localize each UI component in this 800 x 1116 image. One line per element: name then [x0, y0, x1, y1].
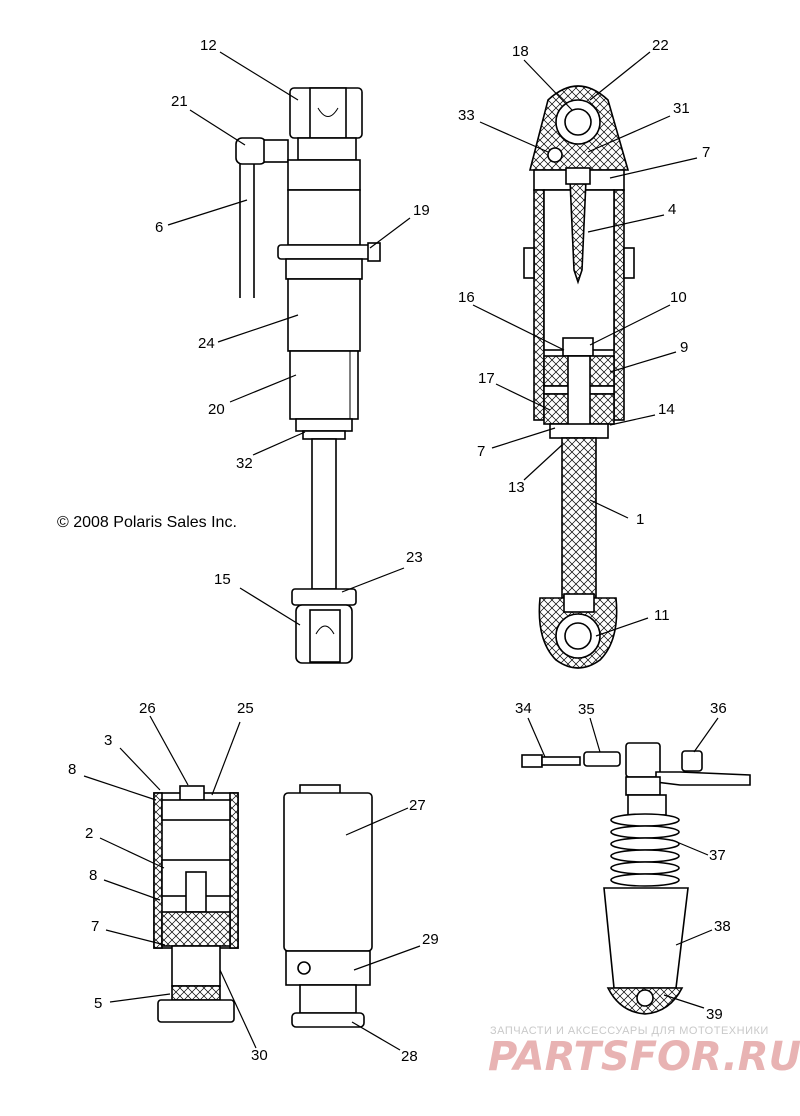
rod-seal	[549, 423, 609, 439]
callout-28: 28	[401, 1048, 418, 1065]
callout-37: 37	[709, 847, 726, 864]
spring-retainer	[627, 794, 667, 816]
callout-18: 18	[512, 43, 529, 60]
hose-fitting-nut	[263, 139, 289, 163]
bottom-cap	[157, 999, 235, 1023]
shim-stack	[161, 911, 231, 947]
piston-rod-section	[561, 437, 597, 599]
callout-13: 13	[508, 479, 525, 496]
top-seal-plate	[161, 799, 231, 821]
callout-32: 32	[236, 455, 253, 472]
lower-piston	[171, 945, 221, 987]
top-mount	[625, 742, 661, 778]
spring-seat	[285, 258, 363, 280]
callout-8: 8	[68, 761, 76, 778]
leader-lines	[83, 51, 719, 1051]
callout-9: 9	[680, 339, 688, 356]
collar-left	[523, 247, 535, 279]
callout-12: 12	[200, 37, 217, 54]
callout-39: 39	[706, 1006, 723, 1023]
reservoir-neck	[299, 984, 357, 1014]
callout-17: 17	[478, 370, 495, 387]
callout-1: 1	[636, 511, 644, 528]
callout-11: 11	[654, 607, 670, 624]
copyright-notice: © 2008 Polaris Sales Inc.	[57, 514, 237, 531]
collar-right	[623, 247, 635, 279]
lower-body	[603, 887, 689, 989]
top-screw	[179, 785, 205, 801]
bolt-head	[521, 754, 543, 768]
callout-31: 31	[673, 100, 690, 117]
callout-35: 35	[578, 701, 595, 718]
reservoir-view	[283, 784, 373, 1028]
callout-4: 4	[668, 201, 676, 218]
callout-21: 21	[171, 93, 188, 110]
bolt-shank	[541, 756, 581, 766]
piston-rod	[311, 438, 337, 590]
needle-nut	[565, 167, 591, 185]
valve-assembly-section	[153, 785, 239, 1023]
callout-7: 7	[91, 918, 99, 935]
coil-spring	[610, 813, 680, 887]
callout-10: 10	[670, 289, 687, 306]
spacer-sleeve	[583, 751, 621, 767]
callout-29: 29	[422, 931, 439, 948]
callout-14: 14	[658, 401, 675, 418]
reservoir-line	[655, 771, 751, 786]
adjuster-collar	[277, 244, 375, 260]
callout-22: 22	[652, 37, 669, 54]
callout-23: 23	[406, 549, 423, 566]
shock-cross-section	[523, 85, 635, 669]
callout-27: 27	[409, 797, 426, 814]
valve-stem	[185, 871, 207, 913]
top-cap	[297, 137, 357, 161]
bottom-eyelet-bushing	[309, 609, 341, 663]
reservoir-endcap	[285, 950, 371, 986]
callout-20: 20	[208, 401, 225, 418]
shock-exterior-view	[235, 87, 381, 664]
callout-24: 24	[198, 335, 215, 352]
bleed-ball	[547, 147, 563, 163]
callout-34: 34	[515, 700, 532, 717]
callout-38: 38	[714, 918, 731, 935]
callout-19: 19	[413, 202, 430, 219]
callout-5: 5	[94, 995, 102, 1012]
body-top-ring	[287, 159, 361, 191]
reservoir-body	[283, 792, 373, 952]
body-lower	[289, 350, 359, 420]
callout-33: 33	[458, 107, 475, 124]
watermark-logo: PARTSFOR.RU	[488, 1034, 800, 1080]
body-upper	[287, 189, 361, 246]
callout-7: 7	[702, 144, 710, 161]
top-eyelet-bushing	[309, 87, 347, 139]
bottom-bumper	[291, 588, 357, 606]
body-sleeve	[287, 278, 361, 352]
callout-26: 26	[139, 700, 156, 717]
callout-15: 15	[214, 571, 231, 588]
callout-36: 36	[710, 700, 727, 717]
schrader-valve	[297, 961, 311, 975]
callout-25: 25	[237, 700, 254, 717]
callout-30: 30	[251, 1047, 268, 1064]
callout-2: 2	[85, 825, 93, 842]
callout-3: 3	[104, 732, 112, 749]
watermark-tagline: ЗАПЧАСТИ И АКСЕССУАРЫ ДЛЯ МОТОТЕХНИКИ	[490, 1025, 769, 1037]
reservoir-adjuster-knob	[291, 1012, 365, 1028]
piston-nut	[562, 337, 594, 357]
wiper-seal	[295, 418, 353, 432]
lock-nut	[681, 750, 703, 772]
callout-8: 8	[89, 867, 97, 884]
shock-spring-assembly	[521, 742, 751, 1015]
callout-6: 6	[155, 219, 163, 236]
body-wall-left	[533, 189, 545, 421]
callout-labels: 12 21 6 19 24 20 32 23 15 18 22 33 31 7 …	[68, 37, 731, 1065]
callout-16: 16	[458, 289, 475, 306]
seal-ring	[302, 430, 346, 440]
callout-7: 7	[477, 443, 485, 460]
